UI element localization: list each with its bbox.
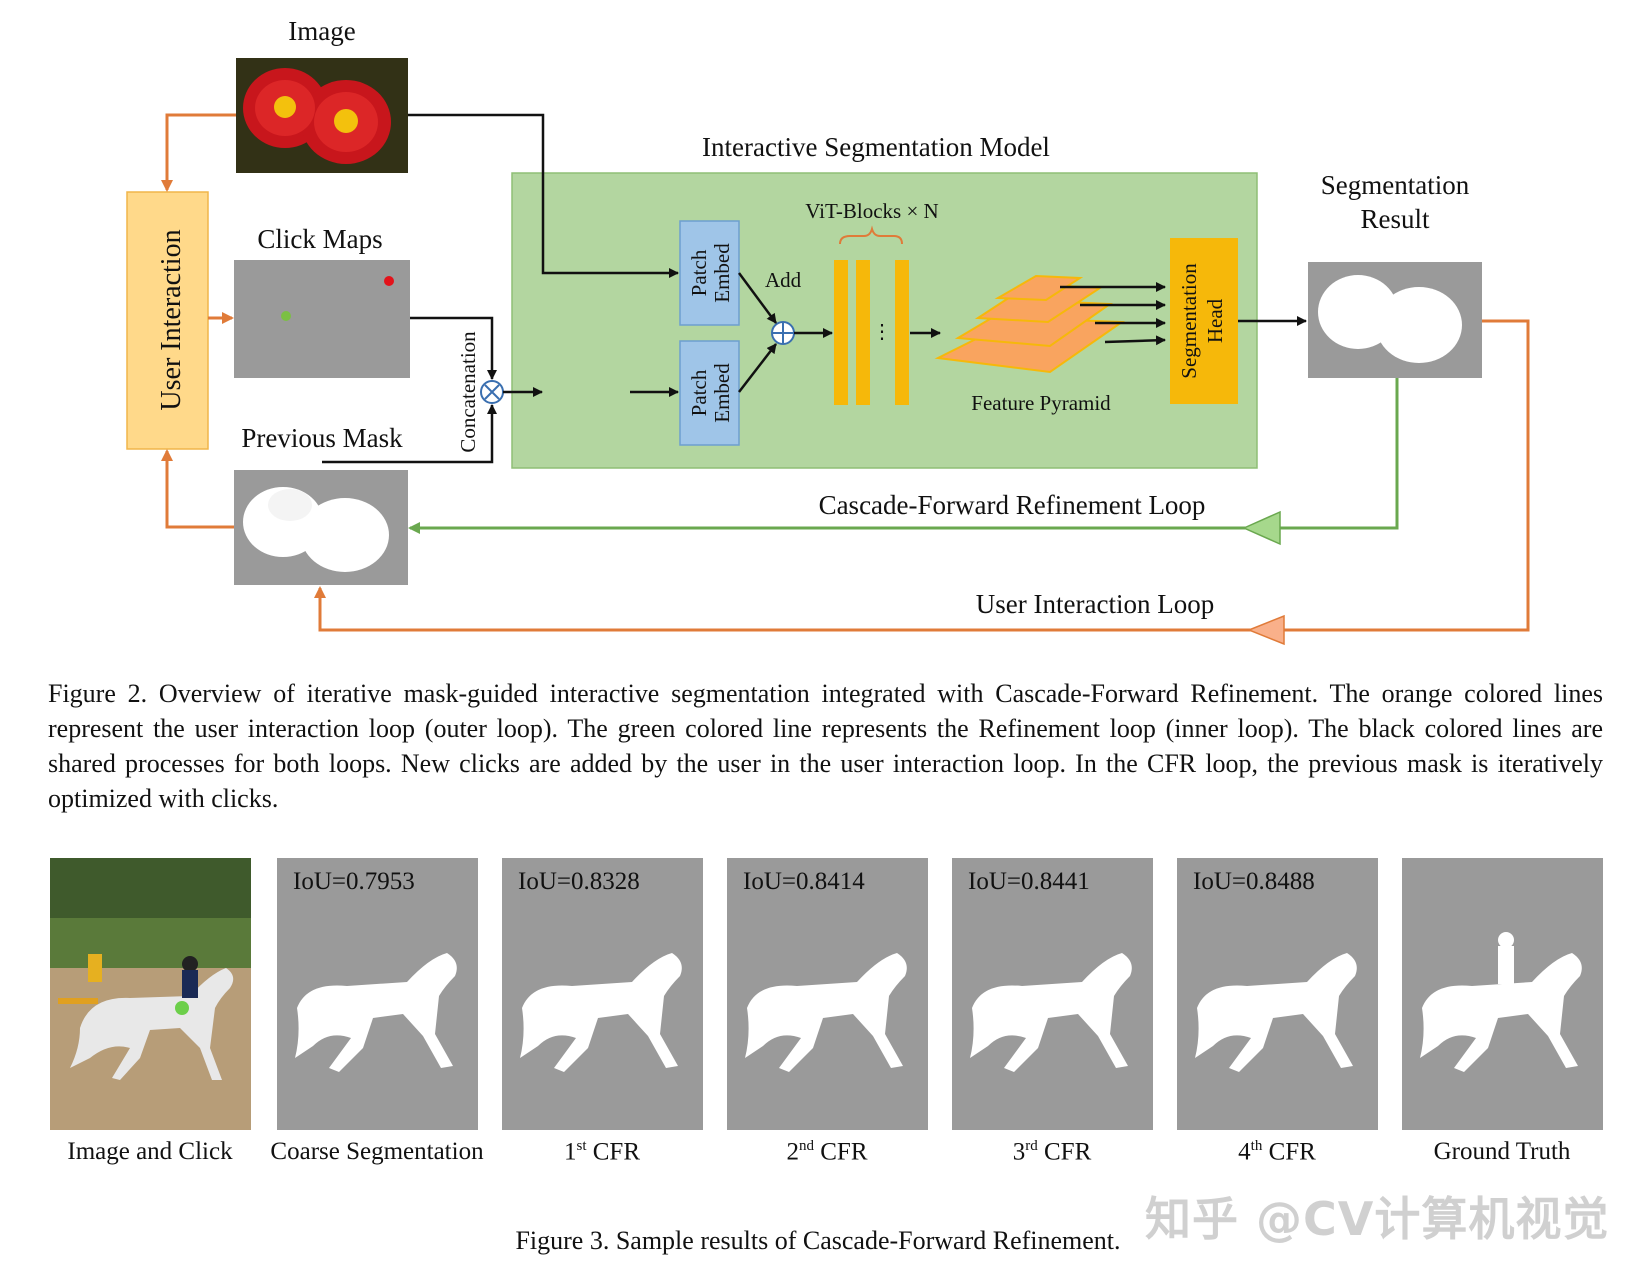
- rider-photo: [50, 858, 251, 1130]
- vit-block-2: [856, 260, 870, 405]
- concatenation-label: Concatenation: [456, 331, 480, 453]
- patch-embed-bottom: [679, 340, 740, 446]
- vit-dots: ⋮: [872, 321, 892, 343]
- prev-mask-to-user-interaction-arrow: [161, 449, 234, 529]
- user-interaction-label: User Interaction: [156, 229, 187, 410]
- watermark: 知乎 @CV计算机视觉: [1145, 1192, 1610, 1246]
- label-coarse-segmentation: Coarse Segmentation: [270, 1138, 484, 1165]
- previous-mask-label: Previous Mask: [241, 423, 403, 453]
- label-4th-cfr: 4th CFR: [1238, 1138, 1316, 1166]
- click-maps-image: [234, 260, 410, 378]
- image-to-user-interaction-arrow: [161, 113, 236, 192]
- label-ground-truth: Ground Truth: [1433, 1138, 1571, 1165]
- patch-embed-top-label: Patch: [687, 249, 711, 296]
- patch-embed-bottom-label-2: Embed: [710, 363, 734, 423]
- panel-3rd-cfr: IoU=0.8441: [952, 858, 1153, 1130]
- panel-4th-cfr: IoU=0.8488: [1177, 858, 1378, 1130]
- segmentation-head-box: [1170, 238, 1238, 404]
- iou-value: IoU=0.8441: [968, 868, 1090, 895]
- negative-click-dot: [384, 276, 394, 286]
- model-title: Interactive Segmentation Model: [702, 132, 1050, 162]
- image-to-patch-embed-arrow: [408, 113, 679, 278]
- user-interaction-box: [126, 191, 209, 450]
- pyramid-to-head-arrow-4: [1104, 335, 1166, 346]
- feature-pyramid-label: Feature Pyramid: [971, 391, 1111, 415]
- panel-1st-cfr: IoU=0.8328: [502, 858, 703, 1130]
- figure-2-caption: Figure 2. Overview of iterative mask-gui…: [48, 679, 1603, 813]
- segmentation-head-label-2: Head: [1203, 298, 1227, 343]
- iou-value: IoU=0.8328: [518, 868, 640, 895]
- panel-image-and-click: [50, 858, 251, 1130]
- patch-embed-top: [679, 220, 740, 326]
- horse-mask-icon: [745, 953, 907, 1072]
- iou-value: IoU=0.8414: [743, 868, 865, 895]
- vit-blocks-label: ViT-Blocks × N: [805, 199, 938, 223]
- vit-block-1: [834, 260, 848, 405]
- positive-click-dot: [281, 311, 291, 321]
- click-maps-label: Click Maps: [257, 224, 382, 254]
- iou-value: IoU=0.7953: [293, 868, 415, 895]
- previous-mask-image: [234, 470, 408, 585]
- feature-pyramid-graphic: [934, 274, 1126, 374]
- segmentation-result-label-2: Result: [1360, 204, 1430, 234]
- patch-embed-bottom-label: Patch: [687, 369, 711, 416]
- click-maps-to-concat-arrow: [410, 316, 497, 380]
- horse-mask-icon: [970, 953, 1132, 1072]
- user-interaction-loop-line: [314, 319, 1530, 632]
- concatenation-icon: [480, 380, 504, 404]
- user-interaction-loop-label: User Interaction Loop: [976, 589, 1214, 619]
- cfr-loop-line: [408, 378, 1399, 534]
- segmentation-result-image: [1308, 262, 1482, 378]
- figure-2-diagram: Image User Interaction Click Maps Previo…: [126, 16, 1530, 646]
- patch-embed-top-label-2: Embed: [710, 243, 734, 303]
- label-3rd-cfr: 3rd CFR: [1012, 1138, 1092, 1166]
- patch-embed-top-to-add-arrow: [737, 272, 778, 324]
- flower-image: [236, 58, 408, 173]
- horse-mask-icon: [295, 953, 457, 1072]
- label-image-and-click: Image and Click: [67, 1138, 233, 1165]
- label-2nd-cfr: 2nd CFR: [786, 1138, 868, 1166]
- add-label: Add: [765, 268, 802, 292]
- vit-brace-icon: [839, 225, 903, 245]
- cfr-loop-label: Cascade-Forward Refinement Loop: [819, 490, 1206, 520]
- panel-2nd-cfr: IoU=0.8414: [727, 858, 928, 1130]
- horse-rider-mask-icon: [1420, 932, 1582, 1072]
- iou-value: IoU=0.8488: [1193, 868, 1315, 895]
- figure-3-caption: Figure 3. Sample results of Cascade-Forw…: [515, 1226, 1121, 1255]
- image-label: Image: [288, 16, 355, 46]
- patch-embed-bottom-to-add-arrow: [738, 343, 777, 393]
- vit-block-n: [895, 260, 909, 405]
- horse-mask-icon: [1195, 953, 1357, 1072]
- prev-mask-to-concat-arrow: [322, 404, 497, 464]
- segmentation-result-label: Segmentation: [1321, 170, 1470, 200]
- horse-mask-icon: [520, 953, 682, 1072]
- panel-ground-truth: [1402, 858, 1603, 1130]
- add-icon: [771, 321, 795, 345]
- model-box: [511, 172, 1258, 469]
- segmentation-head-label: Segmentation: [1177, 263, 1201, 379]
- label-1st-cfr: 1st CFR: [563, 1138, 641, 1166]
- user-interaction-loop-arrowhead: [1246, 614, 1285, 646]
- cfr-loop-arrowhead: [1242, 510, 1281, 546]
- panel-coarse-segmentation: IoU=0.7953: [277, 858, 478, 1130]
